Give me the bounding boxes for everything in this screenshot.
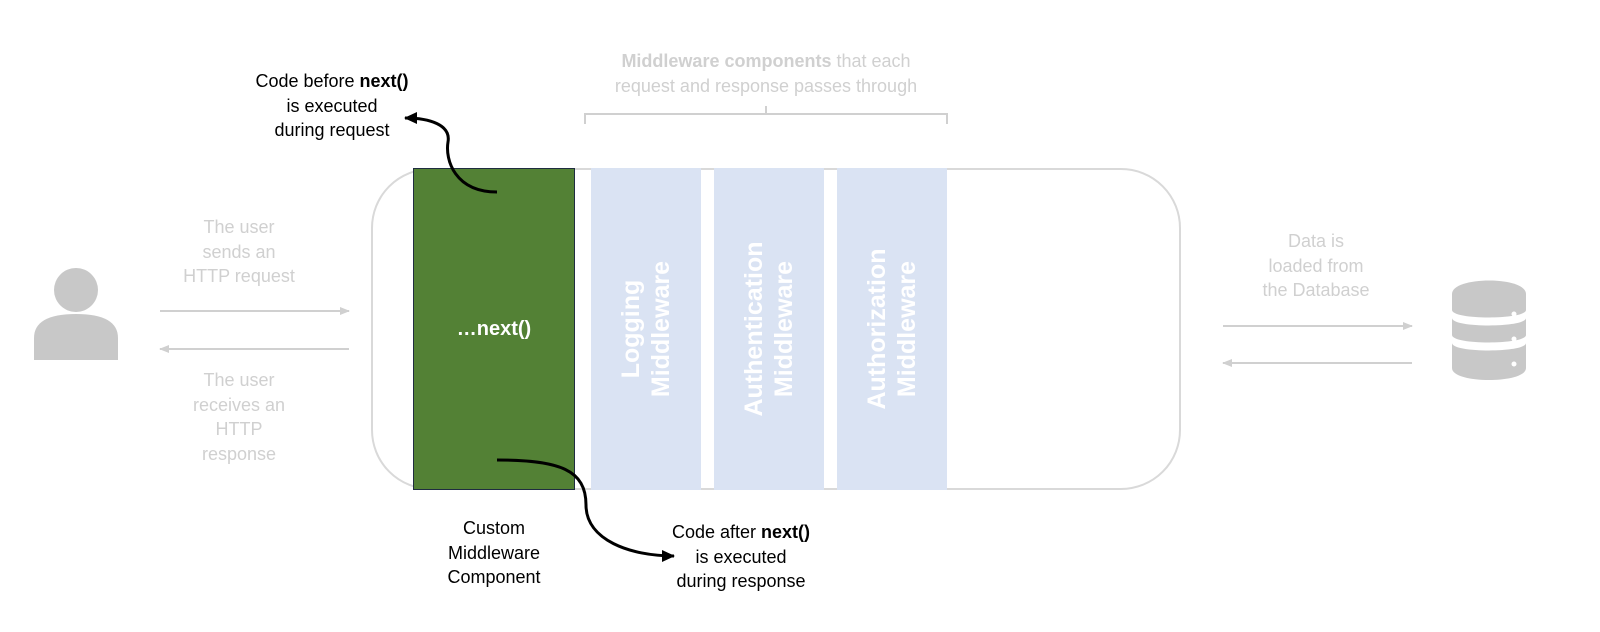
before-next-line3: during request [274,120,390,140]
database-line3: the Database [1262,280,1370,300]
user-response-line1: The user [203,370,275,390]
custom-middleware-label-line3: Component [447,567,541,587]
middleware-bracket [584,106,948,124]
after-next-prefix: Code after [671,522,762,542]
after-next-line2: is executed [695,546,787,567]
after-next-arrow [496,458,675,562]
authentication-middleware-block: Authentication Middleware [714,168,824,490]
user-request-line3: HTTP request [183,266,295,286]
middleware-header-line2: request and response passes through [614,75,918,96]
custom-middleware-code: …next() [456,317,532,340]
user-response-line4: response [201,443,277,464]
database-text: Data is loaded from the Database [1230,229,1402,303]
before-next-prefix: Code before [255,71,360,91]
before-next-line2: is executed [286,95,378,116]
database-line2: loaded from [1268,255,1364,276]
user-request-text: The user sends an HTTP request [160,215,318,289]
user-response-line2: receives an [192,394,286,415]
custom-middleware-label-line1: Custom [462,518,525,538]
custom-middleware-block: …next() [413,168,575,490]
custom-middleware-label-line2: Middleware [447,542,541,563]
middleware-header-rest: that each [831,51,911,71]
logging-middleware-block: Logging Middleware [591,168,701,490]
before-next-note: Code before next() is executed during re… [232,69,432,143]
user-icon [34,268,118,360]
user-response-text: The user receives an HTTP response [160,368,318,466]
user-request-line2: sends an [202,241,276,262]
after-next-bold: next() [761,522,811,542]
custom-middleware-label: Custom Middleware Component [414,516,574,590]
authorization-middleware-block: Authorization Middleware [837,168,947,490]
user-response-line3: HTTP [215,419,263,439]
after-next-line3: during response [676,571,806,591]
before-next-bold: next() [359,71,409,91]
after-next-note: Code after next() is executed during res… [646,520,836,594]
database-icon [1452,280,1526,380]
user-request-line1: The user [203,217,275,237]
middleware-header: Middleware components that each request … [586,49,946,98]
database-line1: Data is [1287,231,1345,251]
middleware-header-bold: Middleware components [621,51,832,71]
before-next-arrow [404,112,498,194]
